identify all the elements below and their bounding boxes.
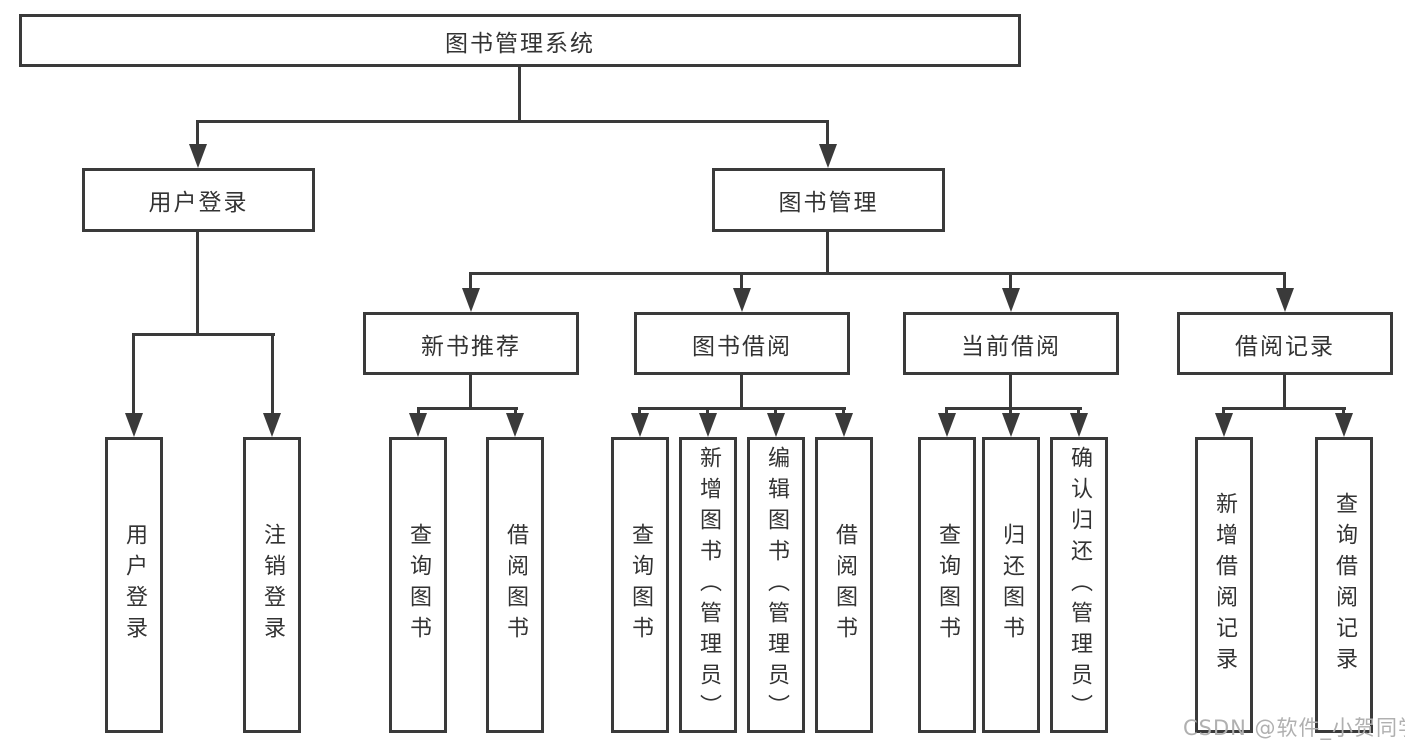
connector-line <box>826 232 829 274</box>
connector-line <box>1222 407 1346 410</box>
arrowhead-down-icon <box>462 288 480 312</box>
arrowhead-down-icon <box>1276 288 1294 312</box>
node-borrowing-records: 借阅记录 <box>1177 312 1393 375</box>
connector-line <box>196 122 199 145</box>
connector-line <box>842 409 845 415</box>
leaf-label: 新增图书（管理员） <box>696 445 721 725</box>
connector-line <box>638 407 846 410</box>
leaf-query-books-borrow: 查询图书 <box>611 437 669 733</box>
arrowhead-down-icon <box>1002 413 1020 437</box>
connector-line <box>1222 409 1225 415</box>
leaf-label: 借阅图书 <box>503 523 528 647</box>
connector-line <box>417 409 420 415</box>
arrowhead-down-icon <box>1070 413 1088 437</box>
arrowhead-down-icon <box>189 144 207 168</box>
node-label: 图书管理系统 <box>445 30 595 57</box>
leaf-return-book: 归还图书 <box>982 437 1040 733</box>
arrowhead-down-icon <box>263 413 281 437</box>
connector-line <box>740 274 743 290</box>
connector-line <box>945 409 948 415</box>
node-label: 借阅记录 <box>1235 333 1335 360</box>
connector-line <box>740 375 743 409</box>
connector-line <box>638 409 641 415</box>
connector-line <box>132 335 135 413</box>
node-book-management: 图书管理 <box>712 168 945 232</box>
connector-line <box>469 274 472 290</box>
leaf-add-borrow-record: 新增借阅记录 <box>1195 437 1253 733</box>
connector-line <box>514 409 517 415</box>
leaf-logout: 注销登录 <box>243 437 301 733</box>
connector-line <box>1077 409 1080 415</box>
leaf-label: 编辑图书（管理员） <box>764 445 789 725</box>
node-library-management-system: 图书管理系统 <box>19 14 1021 67</box>
connector-line <box>1342 409 1345 415</box>
connector-line <box>1283 375 1286 409</box>
connector-line <box>1283 274 1286 290</box>
connector-line <box>196 120 829 123</box>
arrowhead-down-icon <box>631 413 649 437</box>
leaf-query-books-recommend: 查询图书 <box>389 437 447 733</box>
connector-line <box>1009 409 1012 415</box>
arrowhead-down-icon <box>835 413 853 437</box>
node-book-borrowing: 图书借阅 <box>634 312 850 375</box>
watermark: CSDN @软件_小贺同学 <box>1183 716 1405 740</box>
leaf-edit-book-admin: 编辑图书（管理员） <box>747 437 805 733</box>
arrowhead-down-icon <box>819 144 837 168</box>
leaf-label: 注销登录 <box>260 523 285 647</box>
leaf-label: 借阅图书 <box>832 523 857 647</box>
leaf-borrow-books: 借阅图书 <box>815 437 873 733</box>
arrowhead-down-icon <box>767 413 785 437</box>
arrowhead-down-icon <box>125 413 143 437</box>
node-label: 图书管理 <box>778 190 879 216</box>
node-label: 新书推荐 <box>421 333 521 360</box>
leaf-label: 查询借阅记录 <box>1332 492 1357 678</box>
leaf-confirm-return-admin: 确认归还（管理员） <box>1050 437 1108 733</box>
connector-line <box>469 272 1286 275</box>
arrowhead-down-icon <box>938 413 956 437</box>
leaf-label: 查询图书 <box>406 523 431 647</box>
leaf-label: 归还图书 <box>999 523 1024 647</box>
connector-line <box>945 407 1082 410</box>
connector-line <box>469 375 472 409</box>
node-new-book-recommendation: 新书推荐 <box>363 312 579 375</box>
connector-line <box>774 409 777 415</box>
leaf-query-borrow-record: 查询借阅记录 <box>1315 437 1373 733</box>
leaf-add-book-admin: 新增图书（管理员） <box>679 437 737 733</box>
connector-line <box>706 409 709 415</box>
arrowhead-down-icon <box>699 413 717 437</box>
leaf-query-books-current: 查询图书 <box>918 437 976 733</box>
connector-line <box>518 66 521 122</box>
connector-line <box>1009 274 1012 290</box>
node-user-login: 用户登录 <box>82 168 315 232</box>
connector-line <box>132 333 275 336</box>
node-current-borrowing: 当前借阅 <box>903 312 1119 375</box>
leaf-label: 查询图书 <box>628 523 653 647</box>
connector-line <box>826 122 829 145</box>
leaf-label: 确认归还（管理员） <box>1067 445 1092 725</box>
leaf-label: 查询图书 <box>935 523 960 647</box>
connector-line <box>196 232 199 335</box>
arrowhead-down-icon <box>506 413 524 437</box>
connector-line <box>417 407 518 410</box>
node-label: 图书借阅 <box>692 333 792 360</box>
leaf-label: 用户登录 <box>122 523 147 647</box>
arrowhead-down-icon <box>1002 288 1020 312</box>
arrowhead-down-icon <box>1335 413 1353 437</box>
arrowhead-down-icon <box>733 288 751 312</box>
connector-line <box>271 335 274 413</box>
leaf-user-login: 用户登录 <box>105 437 163 733</box>
arrowhead-down-icon <box>1215 413 1233 437</box>
leaf-borrow-books-recommend: 借阅图书 <box>486 437 544 733</box>
leaf-label: 新增借阅记录 <box>1212 492 1237 678</box>
node-label: 当前借阅 <box>961 333 1061 360</box>
node-label: 用户登录 <box>148 190 249 216</box>
arrowhead-down-icon <box>409 413 427 437</box>
connector-line <box>1009 375 1012 409</box>
